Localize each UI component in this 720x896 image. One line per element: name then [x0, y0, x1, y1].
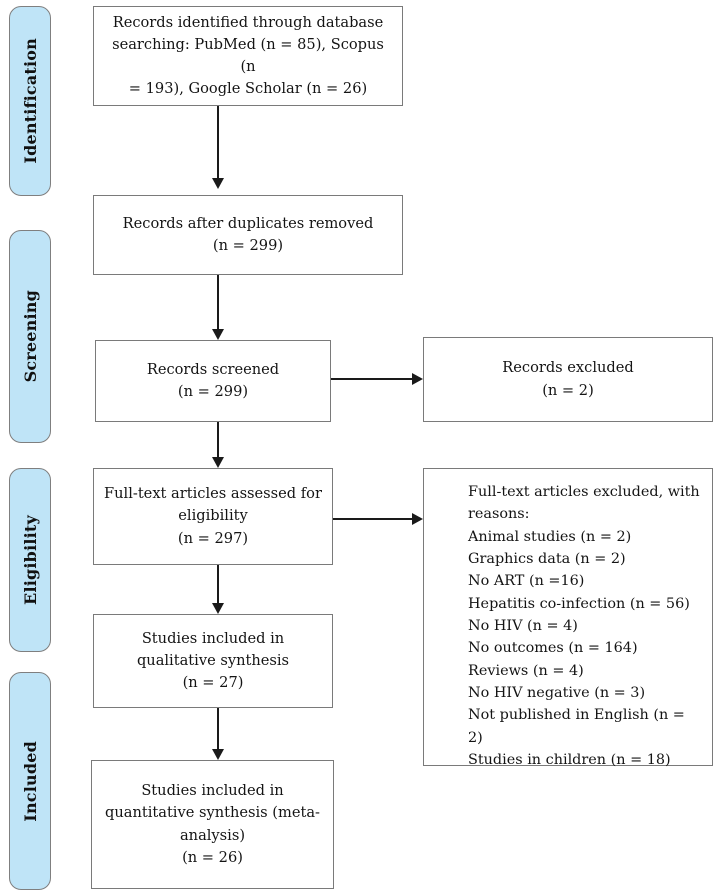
stage-tab-included: Included	[9, 672, 51, 890]
stage-tab-screening: Screening	[9, 230, 51, 443]
stage-tab-identification: Identification	[9, 6, 51, 196]
box-qualitative-synthesis-text: Studies included in qualitative synthesi…	[136, 629, 290, 692]
arrowhead-fulltext-to-excluded	[412, 512, 423, 525]
box-records-identified-text: Records identified through database sear…	[112, 13, 384, 98]
box-quantitative-synthesis: Studies included in quantitative synthes…	[91, 760, 334, 889]
stage-tab-eligibility: Eligibility	[9, 468, 51, 652]
box-fulltext-excluded-reasons: Full-text articles excluded, with reason…	[423, 468, 713, 768]
arrowhead-screened-to-fulltext	[211, 457, 224, 468]
box-records-identified: Records identified through database sear…	[93, 6, 403, 106]
box-fulltext-excluded-reasons-text: Full-text articles excluded, with reason…	[468, 484, 700, 768]
box-duplicates-removed-text: Records after duplicates removed (n = 29…	[122, 214, 374, 254]
arrowhead-fulltext-to-qualitative	[211, 603, 224, 614]
box-records-screened-text: Records screened (n = 299)	[146, 360, 280, 400]
box-fulltext-assessed: Full-text articles assessed for eligibil…	[93, 468, 333, 565]
arrowhead-qualitative-to-quantitative	[211, 749, 224, 760]
arrowhead-duplicates-to-screened	[211, 329, 224, 340]
connector-screened-to-fulltext	[217, 422, 219, 457]
box-qualitative-synthesis: Studies included in qualitative synthesi…	[93, 614, 333, 708]
box-duplicates-removed: Records after duplicates removed (n = 29…	[93, 195, 403, 275]
stage-tab-screening-label: Screening	[20, 290, 40, 383]
box-records-excluded-text: Records excluded (n = 2)	[502, 359, 634, 399]
stage-tab-included-label: Included	[20, 740, 40, 822]
connector-identified-to-duplicates	[217, 106, 219, 178]
connector-duplicates-to-screened	[217, 275, 219, 329]
box-quantitative-synthesis-text: Studies included in quantitative synthes…	[105, 782, 320, 866]
box-fulltext-assessed-text: Full-text articles assessed for eligibil…	[104, 485, 322, 547]
box-records-excluded: Records excluded (n = 2)	[423, 337, 713, 422]
stage-tab-eligibility-label: Eligibility	[20, 515, 40, 605]
arrowhead-screened-to-excluded	[412, 372, 423, 385]
connector-qualitative-to-quantitative	[217, 708, 219, 749]
connector-screened-to-excluded	[331, 378, 412, 380]
stage-tab-identification-label: Identification	[20, 38, 40, 164]
arrowhead-identified-to-duplicates	[211, 178, 224, 189]
box-records-screened: Records screened (n = 299)	[95, 340, 331, 422]
connector-fulltext-to-excluded	[333, 518, 412, 520]
connector-fulltext-to-qualitative	[217, 565, 219, 603]
